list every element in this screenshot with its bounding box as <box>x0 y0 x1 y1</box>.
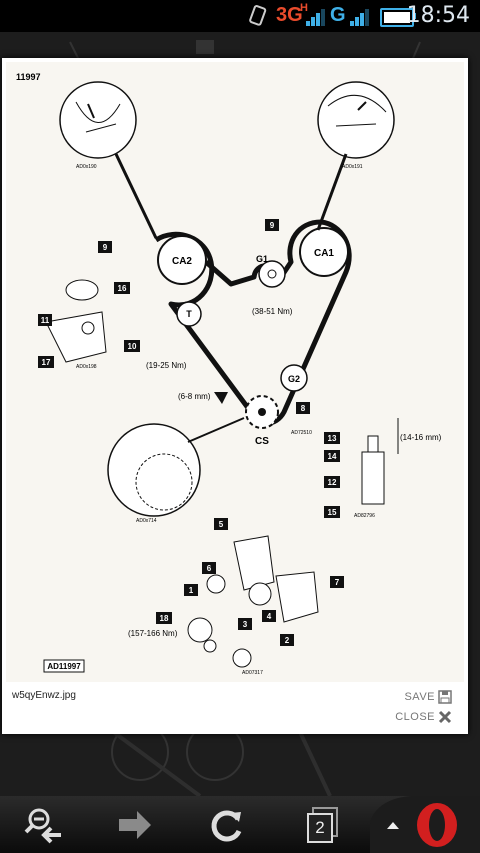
forward-arrow-icon <box>119 810 151 839</box>
opera-menu-area[interactable] <box>370 796 480 853</box>
svg-text:7: 7 <box>335 578 340 587</box>
pulley-ca2: CA2 <box>157 235 207 285</box>
exploded-parts: (157-166 Nm) AD07317 <box>128 535 319 676</box>
image-viewer: 11997 CA2 CA1 G1 (38-51 Nm) <box>2 58 468 734</box>
zoom-back-button[interactable] <box>10 796 80 853</box>
chevron-up-icon <box>387 822 399 829</box>
svg-text:CA2: CA2 <box>172 256 192 267</box>
svg-text:3: 3 <box>243 620 248 629</box>
hydraulic-tensioner: (14-16 mm) AD82796 <box>354 418 442 519</box>
svg-text:AD82796: AD82796 <box>354 513 375 519</box>
figure-ref: AD11997 <box>43 659 85 673</box>
svg-text:16: 16 <box>118 284 127 293</box>
pulley-g2: G2 <box>280 364 308 392</box>
svg-text:6: 6 <box>207 564 212 573</box>
diagram-image[interactable]: 11997 CA2 CA1 G1 (38-51 Nm) <box>6 62 464 682</box>
tensioner-assembly: AD0x198 <box>45 279 107 370</box>
network-3g-label: 3G <box>276 4 303 26</box>
signal-icon-2 <box>350 8 370 26</box>
tab-count: 2 <box>307 813 333 843</box>
timing-belt-diagram: CA2 CA1 G1 (38-51 Nm) T (19-25 Nm) <box>38 81 442 676</box>
opera-logo-icon <box>417 803 457 847</box>
svg-text:(19-25 Nm): (19-25 Nm) <box>146 361 187 370</box>
close-label: CLOSE <box>395 711 435 723</box>
svg-text:CA1: CA1 <box>314 248 334 259</box>
svg-text:(14-16 mm): (14-16 mm) <box>400 433 442 442</box>
svg-text:4: 4 <box>267 612 272 621</box>
svg-text:18: 18 <box>160 614 169 623</box>
svg-text:AD11997: AD11997 <box>47 662 81 671</box>
svg-text:T: T <box>186 309 192 319</box>
svg-text:5: 5 <box>219 520 224 529</box>
detail-top-right: AD0x191 <box>316 81 395 231</box>
svg-text:13: 13 <box>328 434 337 443</box>
network-h-label: H <box>300 2 308 14</box>
svg-text:AD0x198: AD0x198 <box>76 364 97 370</box>
zoom-out-back-icon <box>24 808 61 843</box>
svg-text:G1: G1 <box>256 254 268 264</box>
document-id: 11997 <box>16 72 41 82</box>
close-button[interactable]: CLOSE <box>395 710 452 724</box>
svg-text:AD0x190: AD0x190 <box>76 164 97 170</box>
svg-text:G2: G2 <box>288 374 300 384</box>
signal-icon <box>306 8 326 26</box>
reload-button[interactable] <box>192 796 262 853</box>
svg-text:2: 2 <box>285 636 290 645</box>
svg-text:(38-51 Nm): (38-51 Nm) <box>252 307 293 316</box>
svg-text:AD0x191: AD0x191 <box>342 164 363 170</box>
svg-text:8: 8 <box>301 404 306 413</box>
reload-icon <box>211 810 242 841</box>
detail-top-left: AD0x190 <box>59 81 158 239</box>
svg-text:AD07317: AD07317 <box>242 670 263 676</box>
svg-text:9: 9 <box>103 243 108 252</box>
svg-text:(6-8 mm): (6-8 mm) <box>178 392 211 401</box>
detail-crank: AD0x714 AD72510 <box>107 417 312 524</box>
save-label: SAVE <box>404 691 435 703</box>
close-icon <box>438 710 452 724</box>
svg-text:AD0x714: AD0x714 <box>136 518 157 524</box>
image-filename: w5qyEnwz.jpg <box>12 690 76 701</box>
svg-text:1: 1 <box>189 586 194 595</box>
svg-text:11: 11 <box>41 316 50 325</box>
pulley-t: T (19-25 Nm) <box>146 301 202 370</box>
svg-text:9: 9 <box>270 221 275 230</box>
svg-text:12: 12 <box>328 478 337 487</box>
svg-text:CS: CS <box>255 436 269 447</box>
pulley-cs: CS (6-8 mm) <box>178 392 279 447</box>
floppy-icon <box>438 690 452 704</box>
svg-text:15: 15 <box>328 508 337 517</box>
pulley-ca1: CA1 <box>299 227 349 277</box>
svg-text:(157-166 Nm): (157-166 Nm) <box>128 629 178 638</box>
svg-text:AD72510: AD72510 <box>291 430 312 436</box>
status-bar: 3G H G 18:54 <box>0 0 480 32</box>
svg-text:14: 14 <box>328 452 337 461</box>
svg-text:17: 17 <box>42 358 51 367</box>
svg-text:10: 10 <box>128 342 137 351</box>
network-g-label: G <box>330 4 346 26</box>
rotate-lock-icon <box>249 5 267 26</box>
browser-toolbar: 2 <box>0 796 480 853</box>
pulley-g1: G1 (38-51 Nm) <box>252 254 293 316</box>
tabs-button[interactable]: 2 <box>290 796 350 853</box>
save-button[interactable]: SAVE <box>404 690 452 704</box>
clock: 18:54 <box>406 3 470 28</box>
forward-button[interactable] <box>100 796 170 853</box>
callouts: 9 9 16 11 10 17 8 13 14 12 15 5 6 1 7 4 … <box>38 219 344 646</box>
